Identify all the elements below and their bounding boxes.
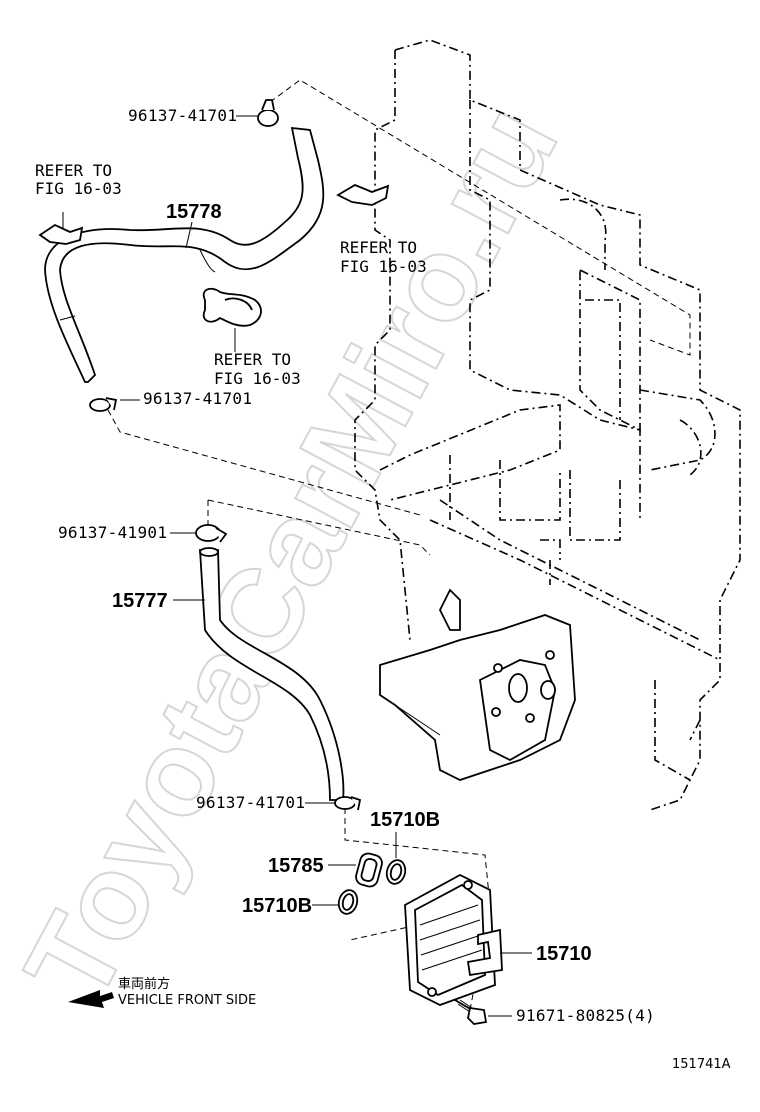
label-clamp-left: 96137-41701 — [143, 389, 252, 408]
bracket-refer-mid — [202, 287, 262, 352]
label-gasket-15785: 15785 — [268, 855, 324, 877]
bracket-refer-left — [38, 212, 84, 245]
label-oring-left: 15710B — [242, 895, 312, 917]
engine-block-outline — [354, 39, 741, 811]
label-clamp-41901: 96137-41901 — [58, 523, 167, 542]
label-bolt: 91671-80825(4) — [516, 1006, 655, 1025]
vehicle-front-indicator: 車両前方 VEHICLE FRONT SIDE — [68, 976, 256, 1008]
label-refer-mid-1: REFER TO — [214, 350, 291, 369]
clamp-96137-41701-bottom[interactable] — [334, 796, 362, 811]
bracket-refer-right — [336, 183, 390, 206]
label-hose-15777: 15777 — [112, 590, 168, 612]
leader-lines — [120, 115, 532, 1017]
part-labels: 96137-41701 REFER TO FIG 16-03 15778 REF… — [35, 106, 655, 1025]
label-oring-top: 15710B — [370, 809, 440, 831]
oring-15710B-top[interactable] — [384, 858, 408, 886]
clamp-96137-41701-left[interactable] — [89, 397, 118, 412]
label-refer-right-1: REFER TO — [340, 238, 417, 257]
figure-code: 151741A — [672, 1057, 731, 1072]
front-arrow-icon — [68, 990, 114, 1008]
label-refer-right-2: FIG 16-03 — [340, 257, 427, 276]
label-front-en: VEHICLE FRONT SIDE — [118, 993, 256, 1008]
clamp-96137-41701-top[interactable] — [257, 99, 279, 127]
label-hose-15778: 15778 — [166, 201, 222, 223]
label-refer-mid-2: FIG 16-03 — [214, 369, 301, 388]
bolt-91671-80825[interactable] — [454, 999, 488, 1025]
label-clamp-bottom: 96137-41701 — [196, 793, 305, 812]
label-refer-left-2: FIG 16-03 — [35, 179, 122, 198]
clamp-96137-41901[interactable] — [195, 524, 228, 543]
gasket-15785[interactable] — [354, 852, 384, 889]
label-refer-left-1: REFER TO — [35, 161, 112, 180]
oil-cooler-bracket — [379, 588, 576, 781]
label-oil-cooler: 15710 — [536, 943, 592, 965]
label-front-jp: 車両前方 — [118, 976, 170, 992]
label-clamp-top: 96137-41701 — [128, 106, 237, 125]
oil-cooler-15710[interactable] — [404, 873, 503, 1006]
oring-15710B-left[interactable] — [336, 888, 360, 916]
